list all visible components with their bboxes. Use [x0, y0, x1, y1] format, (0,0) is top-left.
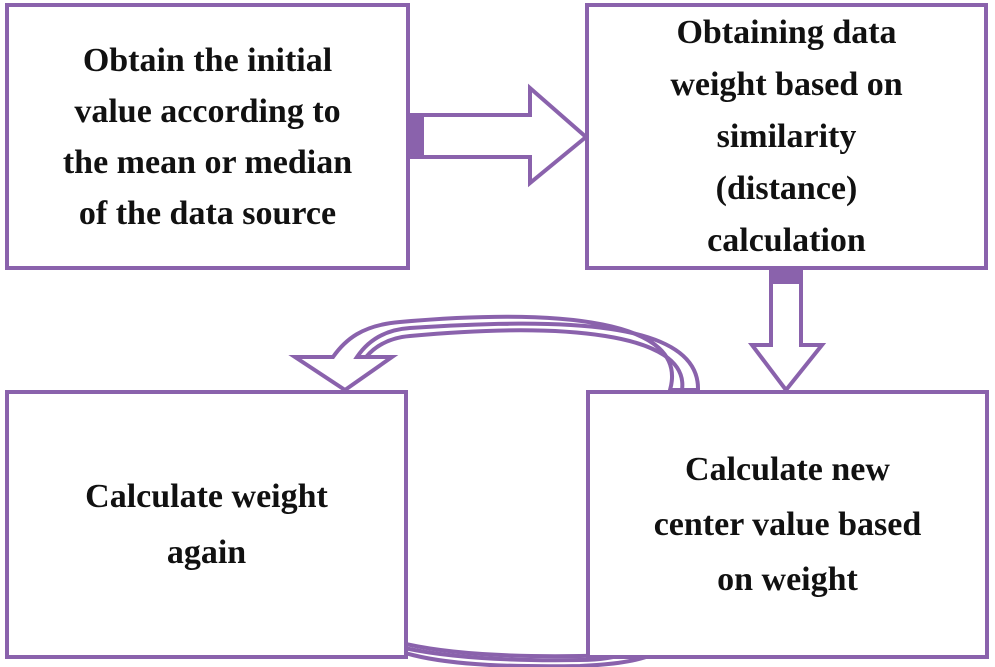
curved-arrow-inner-stroke-top [364, 328, 685, 391]
step-text-new-center: Calculate new center value based on weig… [654, 442, 922, 607]
curved-arrow-center-to-weight-again [288, 314, 701, 393]
step-text-weight-again: Calculate weight again [85, 469, 328, 581]
arrow-weight-to-center-band [771, 270, 801, 284]
step-box-initial-value: Obtain the initial value according to th… [5, 3, 410, 270]
step-text-line: again [166, 533, 247, 571]
step-text-line: Obtain the initial [82, 41, 333, 79]
step-text-initial-value: Obtain the initial value according to th… [63, 35, 352, 239]
arrow-initial-to-weight-band [410, 115, 424, 157]
step-text-line: center value based [653, 506, 922, 543]
step-box-new-center: Calculate new center value based on weig… [586, 390, 989, 659]
step-text-line: Obtaining data [676, 13, 897, 51]
step-text-line: on weight [717, 561, 858, 598]
step-text-line: (distance) [715, 169, 858, 207]
step-text-line: similarity [716, 117, 857, 155]
step-text-line: of the data source [78, 194, 337, 232]
step-text-line: weight based on [670, 65, 903, 103]
arrow-weight-to-center [747, 268, 827, 394]
step-box-data-weight: Obtaining data weight based on similarit… [585, 3, 988, 270]
step-text-line: the mean or median [62, 143, 353, 181]
step-text-data-weight: Obtaining data weight based on similarit… [670, 7, 902, 267]
step-box-weight-again: Calculate weight again [5, 390, 408, 659]
step-text-line: Calculate weight [85, 477, 328, 515]
step-text-line: calculation [707, 221, 866, 259]
step-text-line: Calculate new [685, 451, 890, 488]
arrow-initial-to-weight [408, 83, 590, 188]
step-text-line: value according to [74, 92, 341, 130]
